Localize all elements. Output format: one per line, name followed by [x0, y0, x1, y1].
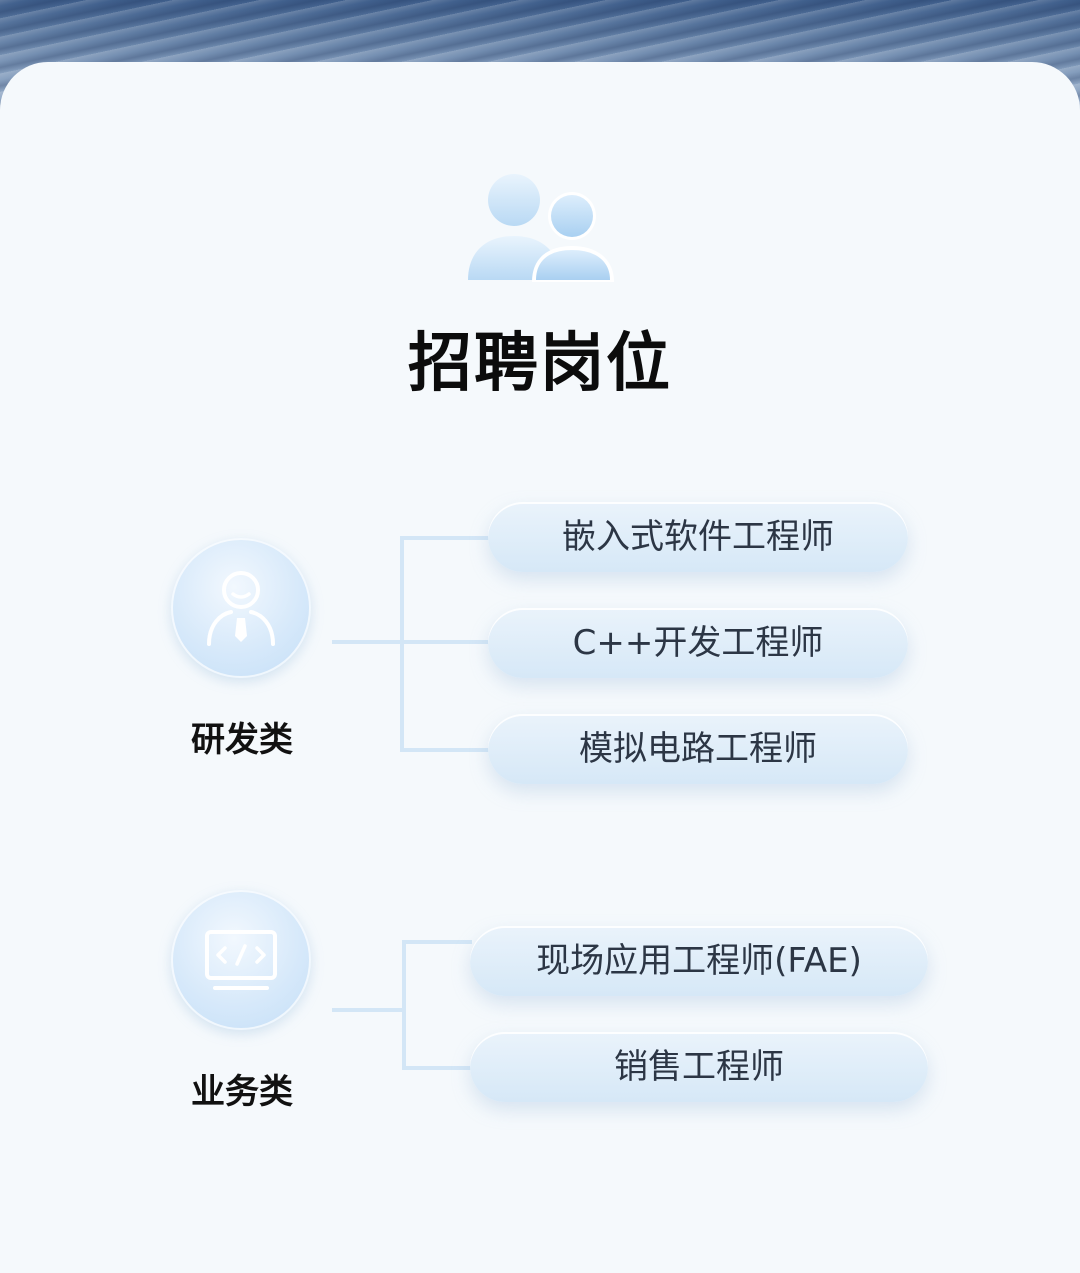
connector-line: [400, 640, 490, 644]
position-embedded-software-engineer[interactable]: 嵌入式软件工程师: [488, 502, 908, 572]
connector-line: [402, 1066, 472, 1070]
category-icon-rd: [171, 538, 311, 678]
position-sales-engineer[interactable]: 销售工程师: [470, 1032, 928, 1102]
monitor-code-icon: [205, 930, 277, 990]
category-icon-business: [171, 890, 311, 1030]
connector-line: [400, 536, 490, 540]
connector-line: [402, 940, 406, 1070]
connector-line: [400, 748, 490, 752]
position-cpp-developer[interactable]: C++开发工程师: [488, 608, 908, 678]
category-label-rd: 研发类: [191, 720, 293, 760]
connector-line: [402, 940, 472, 944]
person-tie-icon: [207, 571, 275, 646]
connector-line: [332, 640, 404, 644]
page-title: 招聘岗位: [408, 327, 672, 401]
position-field-application-engineer[interactable]: 现场应用工程师(FAE): [470, 926, 928, 996]
category-label-business: 业务类: [191, 1072, 293, 1112]
connector-line: [400, 536, 404, 752]
people-icon: [466, 172, 618, 284]
connector-line: [332, 1008, 404, 1012]
position-analog-circuit-engineer[interactable]: 模拟电路工程师: [488, 714, 908, 784]
